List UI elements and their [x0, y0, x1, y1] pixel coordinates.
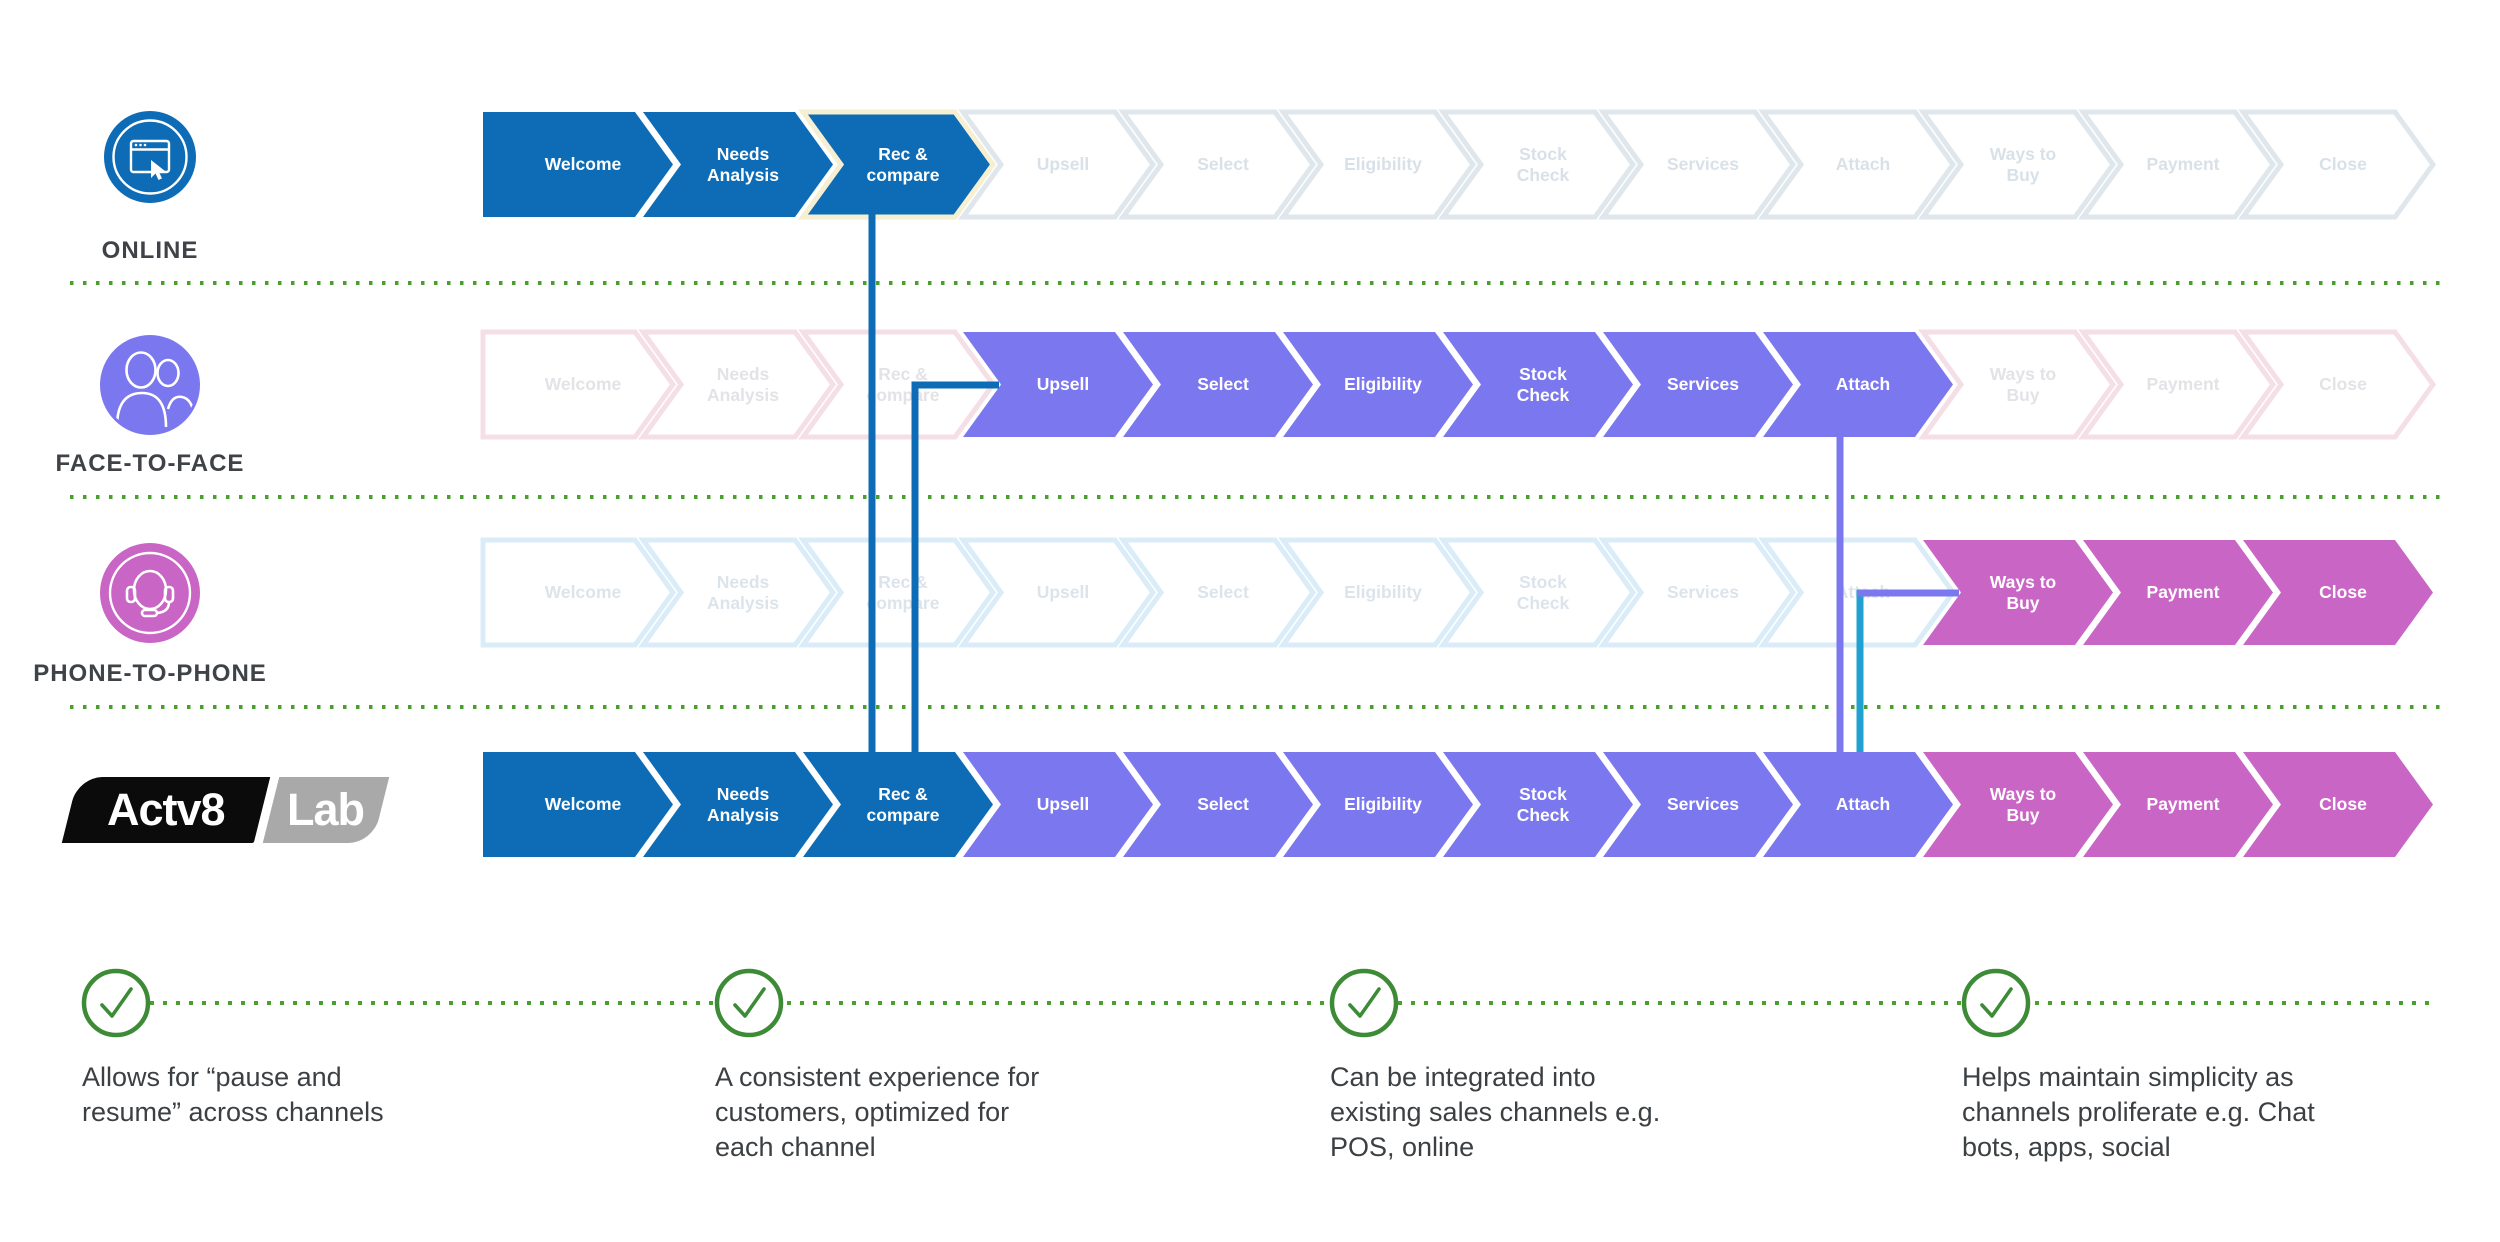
chevron-actv8-lab-attach — [1763, 752, 1953, 857]
chevron-phone-to-phone-eligibility — [1278, 537, 1477, 648]
chevron-actv8-lab-close — [2243, 752, 2433, 857]
chevron-online-upsell — [958, 109, 1157, 220]
chevron-actv8-lab-stock-check — [1443, 752, 1633, 857]
chevron-actv8-lab-welcome — [483, 752, 673, 857]
benefit-text-1: Allows for “pause and resume” across cha… — [82, 1062, 384, 1128]
two-people-icon — [100, 335, 200, 435]
logo-primary-block: Actv8 — [61, 777, 271, 843]
chevron-phone-to-phone-close — [2243, 540, 2433, 645]
chevron-actv8-lab-payment — [2083, 752, 2273, 857]
chevron-actv8-lab-needs-analysis — [643, 752, 833, 857]
chevron-face-to-face-needs-analysis — [638, 329, 837, 440]
chevron-actv8-lab-rec-compare — [803, 752, 993, 857]
chevron-face-to-face-payment — [2078, 329, 2277, 440]
chevron-face-to-face-welcome — [480, 329, 677, 440]
chevron-actv8-lab-select — [1123, 752, 1313, 857]
chevron-online-select — [1118, 109, 1317, 220]
chevron-online-welcome — [483, 112, 673, 217]
chevron-online-stock-check — [1438, 109, 1637, 220]
chevron-online-attach — [1758, 109, 1957, 220]
logo-secondary-block: Lab — [262, 777, 390, 843]
chevron-online-ways-to-buy — [1918, 109, 2117, 220]
chevron-phone-to-phone-select — [1118, 537, 1317, 648]
row-separator-1 — [70, 281, 2440, 285]
chevron-actv8-lab-ways-to-buy — [1923, 752, 2113, 857]
chevron-online-close — [2238, 109, 2437, 220]
row-separator-3 — [70, 705, 2440, 709]
browser-cursor-icon — [104, 111, 196, 203]
check-circle-icon — [1961, 968, 2031, 1038]
chevron-online-services — [1598, 109, 1797, 220]
headset-icon — [100, 543, 200, 643]
chevron-online-needs-analysis — [643, 112, 833, 217]
chevron-face-to-face-attach — [1763, 332, 1953, 437]
chevron-face-to-face-ways-to-buy — [1918, 329, 2117, 440]
chevron-actv8-lab-upsell — [963, 752, 1153, 857]
check-circle-icon — [1329, 968, 1399, 1038]
benefit-text-3: Can be integrated into existing sales ch… — [1330, 1062, 1661, 1163]
row-separator-2 — [70, 495, 2440, 499]
chevron-phone-to-phone-ways-to-buy — [1923, 540, 2113, 645]
chevron-face-to-face-services — [1603, 332, 1793, 437]
chevron-phone-to-phone-stock-check — [1438, 537, 1637, 648]
chevron-online-payment — [2078, 109, 2277, 220]
actv8-lab-logo: Actv8 Lab — [61, 777, 390, 843]
row-label-phone-to-phone: PHONE-TO-PHONE — [33, 660, 267, 687]
chevron-face-to-face-stock-check — [1443, 332, 1633, 437]
row-label-online: ONLINE — [101, 237, 199, 264]
chevron-face-to-face-eligibility — [1283, 332, 1473, 437]
row-label-face-to-face: FACE-TO-FACE — [55, 450, 245, 477]
journey-row-actv8-lab — [483, 752, 2433, 857]
benefits-dotted-line — [150, 1001, 2432, 1005]
chevron-actv8-lab-eligibility — [1283, 752, 1473, 857]
logo-secondary-text: Lab — [287, 784, 365, 835]
logo-primary-text: Actv8 — [107, 784, 225, 835]
chevron-phone-to-phone-services — [1598, 537, 1797, 648]
chevron-phone-to-phone-welcome — [480, 537, 677, 648]
journey-row-face-to-face — [480, 329, 2437, 440]
chevron-face-to-face-select — [1123, 332, 1313, 437]
check-circle-icon — [714, 968, 784, 1038]
chevron-online-eligibility — [1278, 109, 1477, 220]
chevron-actv8-lab-services — [1603, 752, 1793, 857]
chevron-phone-to-phone-upsell — [958, 537, 1157, 648]
journey-row-online — [483, 109, 2437, 220]
journey-row-phone-to-phone — [480, 537, 2433, 648]
benefit-text-2: A consistent experience for customers, o… — [715, 1062, 1040, 1163]
check-circle-icon — [81, 968, 151, 1038]
chevron-online-rec-compare — [798, 109, 997, 220]
chevron-phone-to-phone-payment — [2083, 540, 2273, 645]
chevron-phone-to-phone-needs-analysis — [638, 537, 837, 648]
benefit-text-4: Helps maintain simplicity as channels pr… — [1962, 1062, 2315, 1163]
chevron-face-to-face-upsell — [963, 332, 1153, 437]
chevron-face-to-face-close — [2238, 329, 2437, 440]
